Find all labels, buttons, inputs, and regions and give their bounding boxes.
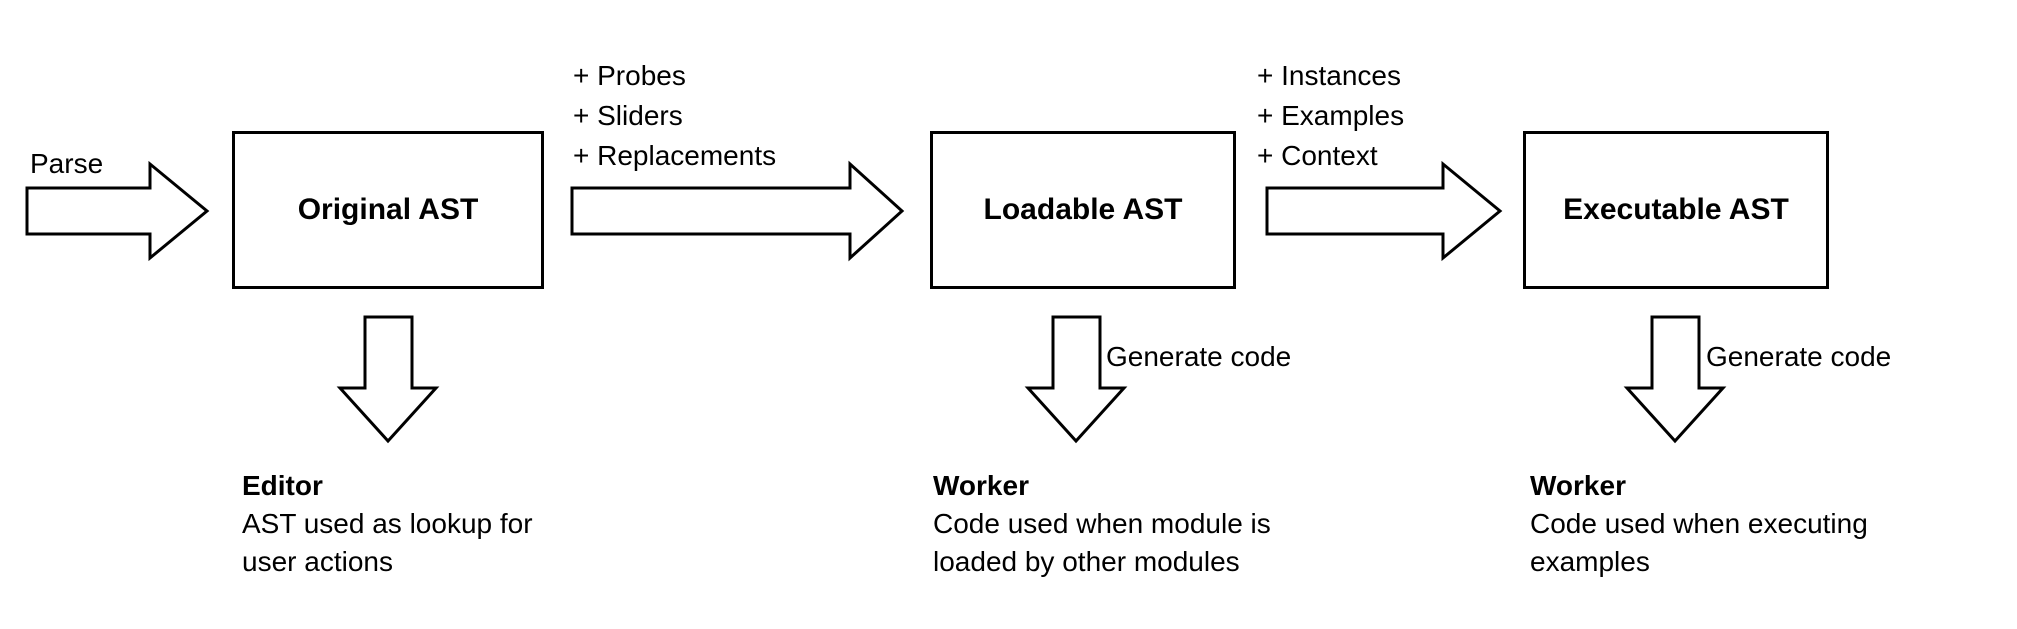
transition-2-line-3: + Context xyxy=(1257,140,1378,171)
transition-1-labels: + Probes + Sliders + Replacements xyxy=(573,56,776,176)
original-ast-box: Original AST xyxy=(232,131,544,289)
transition-2-line-1: + Instances xyxy=(1257,60,1401,91)
generate-code-label: Generate code xyxy=(1106,341,1292,372)
executable-ast-label: Executable AST xyxy=(1563,193,1789,226)
transition-1-line-1: + Probes xyxy=(573,60,686,91)
transition-1-line-2: + Sliders xyxy=(573,100,683,131)
parse-label: Parse xyxy=(30,148,104,179)
output-description-line: AST used as lookup for xyxy=(242,508,533,539)
output-description-line: user actions xyxy=(242,546,393,577)
generate-code-label: Generate code xyxy=(1706,341,1892,372)
output-description-line: examples xyxy=(1530,546,1650,577)
down-arrow-icon xyxy=(1623,315,1727,444)
output-description-line: loaded by other modules xyxy=(933,546,1240,577)
executable-ast-box: Executable AST xyxy=(1523,131,1829,289)
right-arrow-icon xyxy=(25,160,210,262)
output-description-line: Code used when module is xyxy=(933,508,1271,539)
worker-output-block: Worker Code used when module is loaded b… xyxy=(933,467,1271,581)
transition-2-labels: + Instances + Examples + Context xyxy=(1257,56,1404,176)
output-title: Worker xyxy=(933,470,1029,501)
output-title: Editor xyxy=(242,470,323,501)
loadable-ast-box: Loadable AST xyxy=(930,131,1236,289)
right-arrow-icon xyxy=(1265,160,1503,262)
transition-1-line-3: + Replacements xyxy=(573,140,777,171)
loadable-ast-label: Loadable AST xyxy=(983,193,1183,226)
original-ast-label: Original AST xyxy=(297,193,479,226)
worker-output-block: Worker Code used when executing examples xyxy=(1530,467,1868,581)
transition-2-line-2: + Examples xyxy=(1257,100,1405,131)
right-arrow-icon xyxy=(570,160,905,262)
output-description-line: Code used when executing xyxy=(1530,508,1868,539)
down-arrow-icon xyxy=(336,315,440,444)
down-arrow-icon xyxy=(1024,315,1128,444)
editor-output-block: Editor AST used as lookup for user actio… xyxy=(242,467,533,581)
output-title: Worker xyxy=(1530,470,1626,501)
